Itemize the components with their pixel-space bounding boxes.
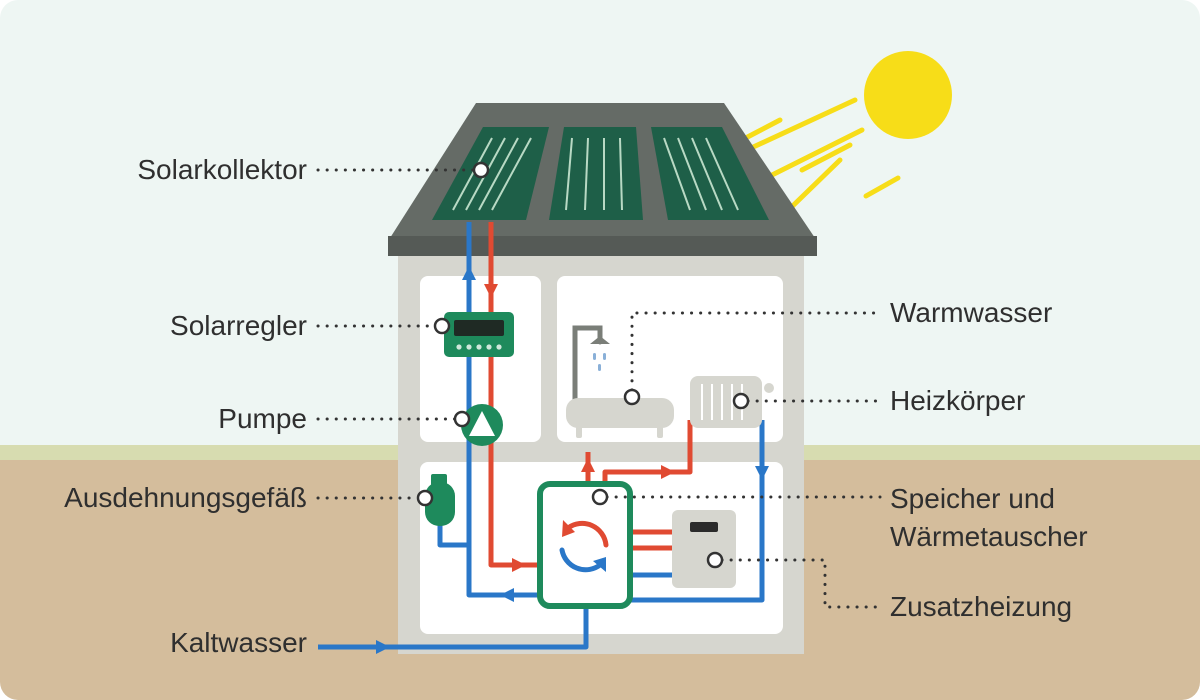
label-speicher-line2: Wärmetauscher bbox=[890, 521, 1088, 552]
label-solarregler: Solarregler bbox=[170, 310, 307, 341]
hot-to-radiator bbox=[602, 420, 693, 483]
cold-water-inlet bbox=[318, 605, 589, 650]
solar-panel-2 bbox=[549, 127, 643, 220]
hot-boiler-feed bbox=[630, 529, 672, 551]
boiler-icon bbox=[672, 510, 736, 588]
label-kaltwasser: Kaltwasser bbox=[170, 627, 307, 658]
cold-expansion-branch bbox=[437, 520, 469, 548]
label-solarkollektor: Solarkollektor bbox=[137, 154, 307, 185]
solar-panels bbox=[432, 127, 769, 220]
label-ausdehnungsgefaess: Ausdehnungsgefäß bbox=[64, 482, 307, 513]
label-speicher-line1: Speicher und bbox=[890, 483, 1056, 514]
flow-arrows bbox=[376, 266, 769, 654]
shower-icon bbox=[572, 325, 610, 415]
label-pumpe: Pumpe bbox=[218, 403, 307, 434]
bathtub-icon bbox=[566, 398, 674, 438]
solar-controller-icon bbox=[444, 312, 514, 357]
sun-icon bbox=[864, 51, 952, 139]
label-warmwasser: Warmwasser bbox=[890, 297, 1053, 328]
expansion-vessel-icon bbox=[425, 474, 455, 526]
pump-icon bbox=[461, 404, 503, 446]
leader-lines bbox=[316, 168, 882, 609]
solar-panel-3 bbox=[651, 127, 769, 220]
label-zusatzheizung: Zusatzheizung bbox=[890, 591, 1073, 622]
radiator-icon bbox=[690, 376, 774, 428]
leader-zusatzheizung bbox=[720, 558, 882, 609]
label-heizkoerper: Heizkörper bbox=[890, 385, 1026, 416]
callout-dots bbox=[416, 161, 750, 569]
storage-tank-icon bbox=[537, 481, 633, 609]
